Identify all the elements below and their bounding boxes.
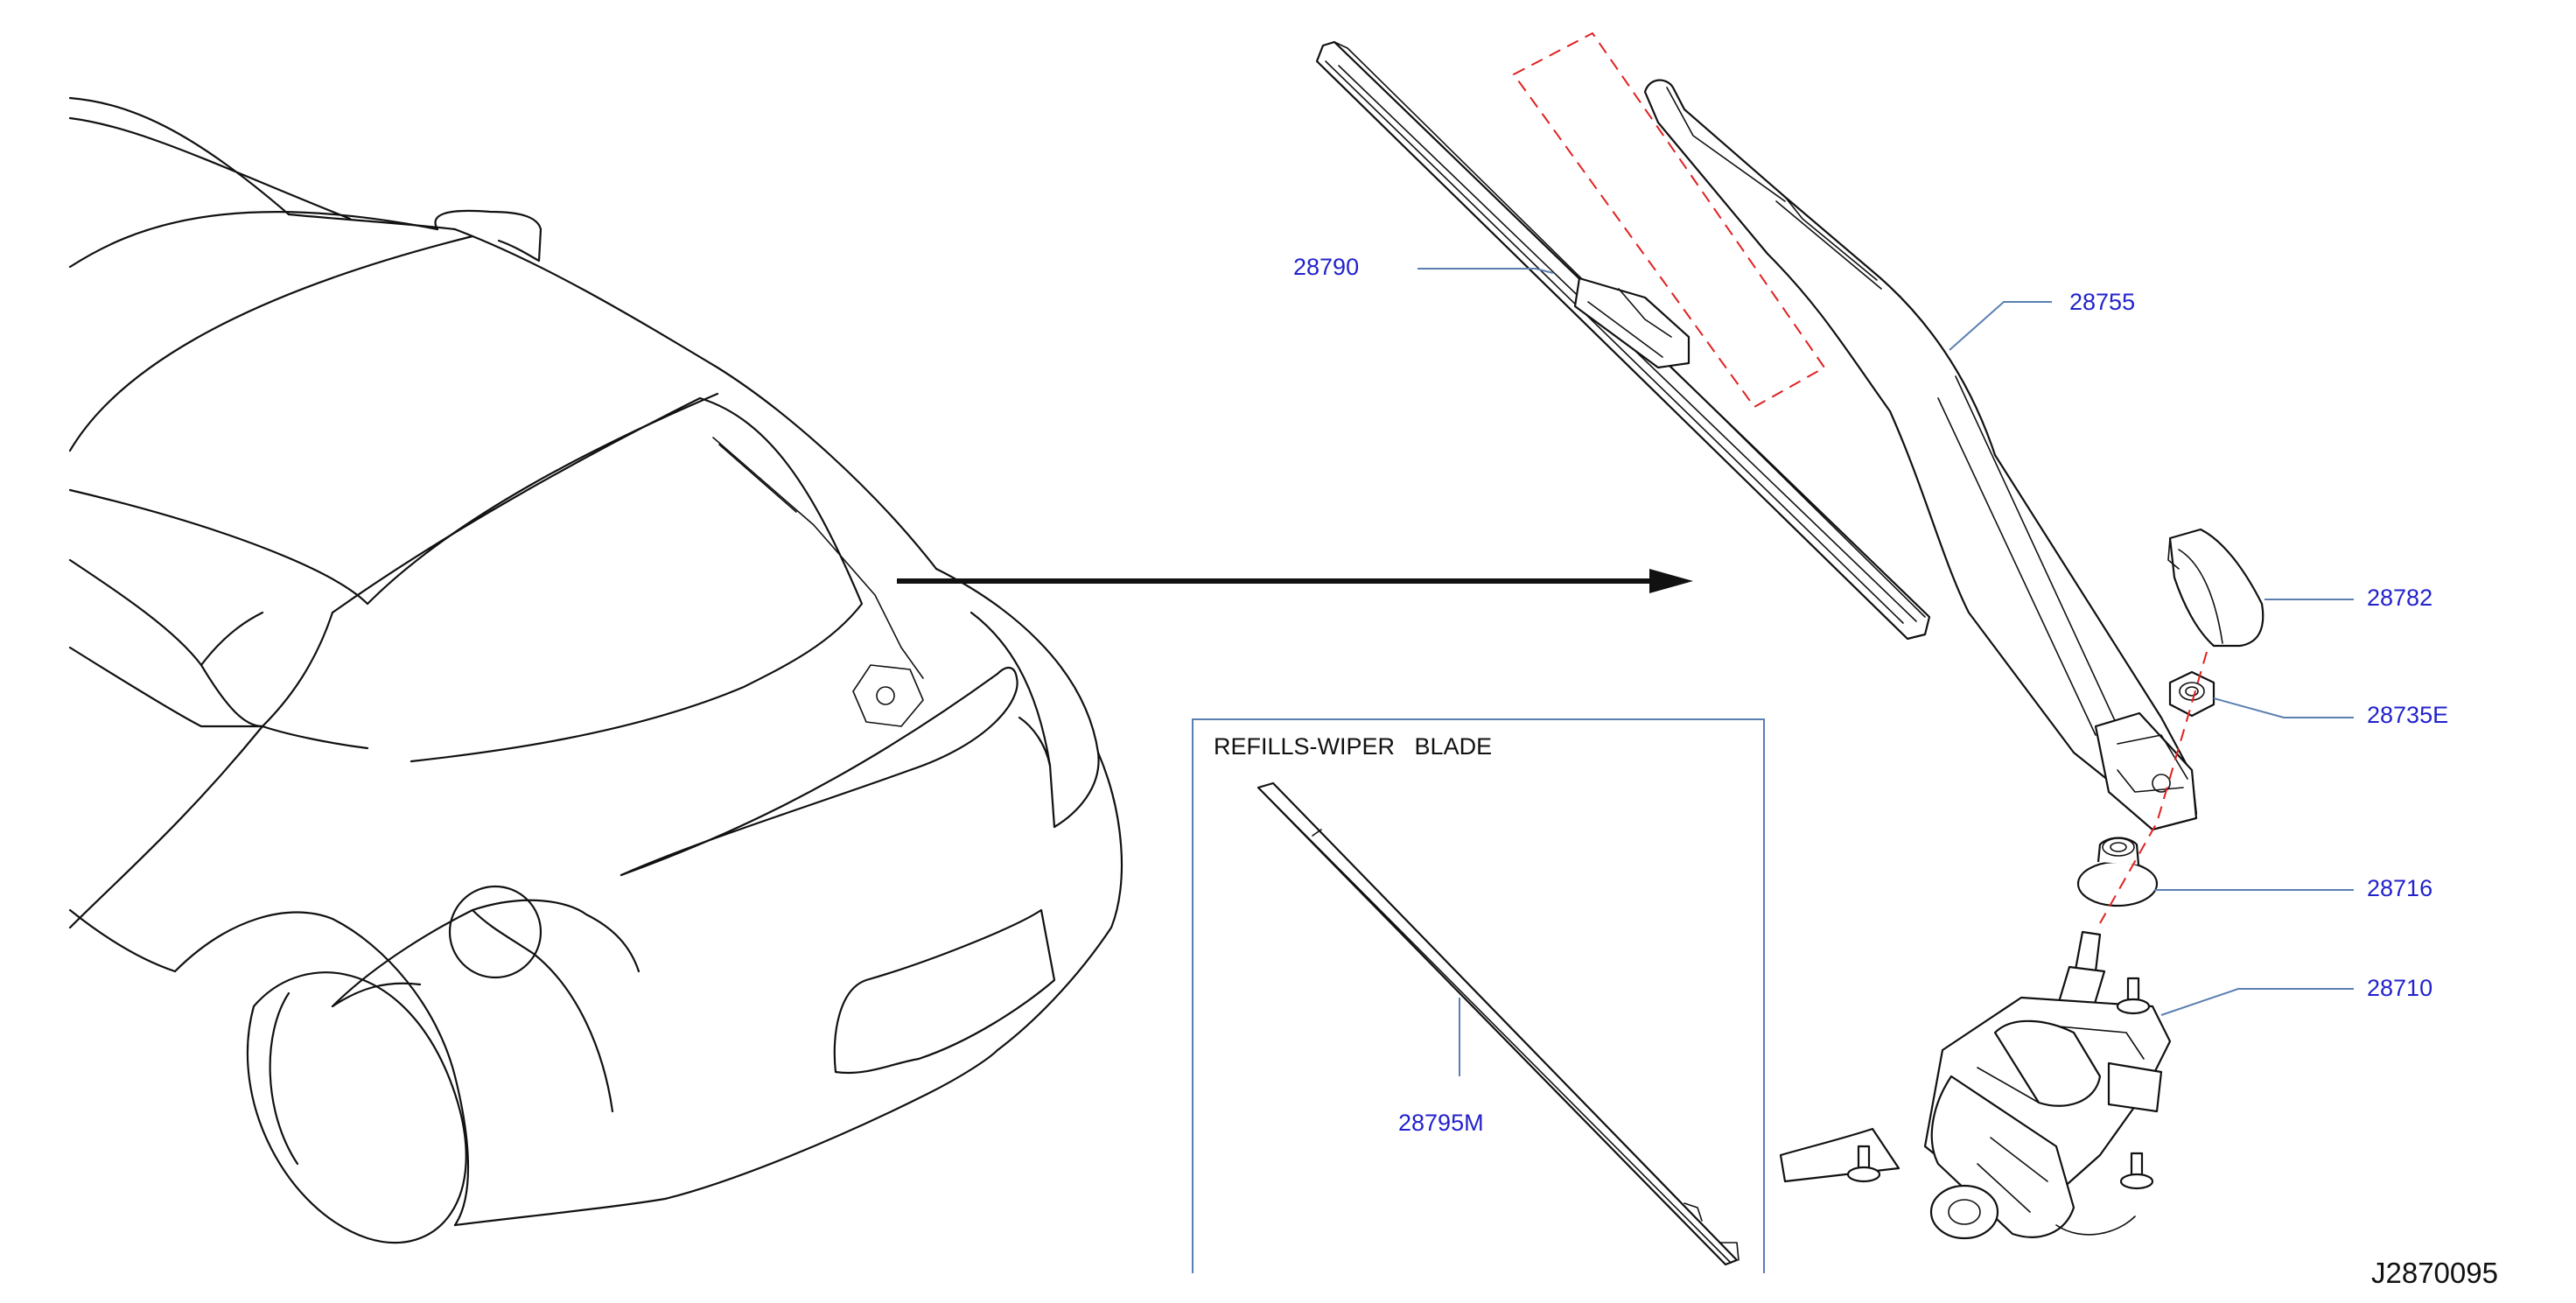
cap-part <box>2167 528 2264 648</box>
label-28795m: 28795M <box>1398 1110 1484 1136</box>
refill-inset-frame <box>1192 718 1765 1273</box>
inset-title: REFILLS-WIPER BLADE <box>1214 733 1493 760</box>
label-28790: 28790 <box>1293 254 1360 280</box>
wiper-motor-part <box>1779 930 2172 1240</box>
diagram-id: J2870095 <box>2371 1257 2498 1289</box>
wiper-blade-part <box>1315 40 1931 641</box>
nut-part <box>2168 670 2216 718</box>
label-28755: 28755 <box>2069 289 2136 315</box>
label-28716: 28716 <box>2367 875 2433 901</box>
hidden-outline <box>1512 32 1826 409</box>
label-28710: 28710 <box>2367 975 2433 1001</box>
grommet-part <box>2076 837 2159 907</box>
refill-blade-part <box>1256 781 1740 1266</box>
leader-lines <box>1418 268 2354 1076</box>
label-28735e: 28735E <box>2367 702 2449 728</box>
wiper-arm-part <box>1643 79 2198 831</box>
label-28782: 28782 <box>2367 585 2433 611</box>
car-rear-illustration <box>68 96 1124 1243</box>
pointer-arrow <box>897 569 1693 593</box>
